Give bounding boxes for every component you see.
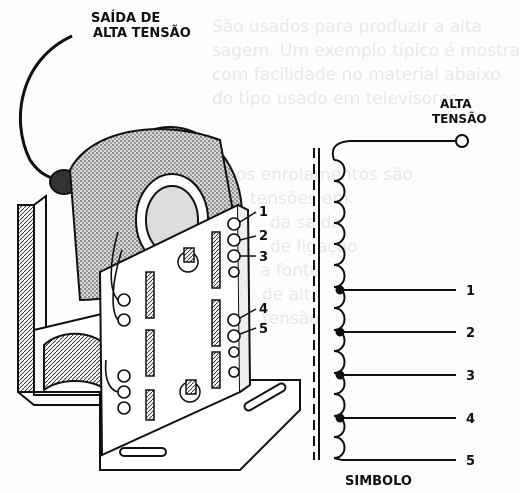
hv-cable xyxy=(18,34,73,182)
board-slot xyxy=(211,231,221,289)
bg-text-line: sagem. Um exemplo típico é mostrado xyxy=(212,41,520,61)
terminal-lug xyxy=(117,385,131,399)
frame-left-edge xyxy=(33,194,47,380)
bg-text-line: a fonte xyxy=(260,261,320,281)
terminal-leader xyxy=(239,327,257,335)
symbol-terminal-2: 2 xyxy=(466,326,475,341)
coil-wire xyxy=(112,249,123,321)
core-leg xyxy=(43,332,107,392)
board-slot xyxy=(211,299,221,347)
base-slot xyxy=(119,447,167,457)
hv-output-label-line1: SAÍDA DE xyxy=(91,10,160,26)
hv-lead xyxy=(331,140,456,161)
frame-left-bracket xyxy=(17,204,35,393)
coil-wire xyxy=(110,231,119,301)
hv-output-label-line2: ALTA TENSÃO xyxy=(93,25,191,41)
bg-text-line: tensões em xyxy=(250,189,349,209)
terminal-leader xyxy=(239,211,257,223)
terminal-lug xyxy=(227,313,241,327)
bg-text-line: da saída xyxy=(270,213,342,233)
bg-text-line: de alta xyxy=(262,285,321,305)
background-print-through: São usados para produzir a alta sagem. U… xyxy=(212,17,520,329)
device-terminal-numbers: 1 2 3 4 5 xyxy=(259,205,268,337)
base-slot xyxy=(243,382,287,412)
hv-terminal-circle xyxy=(455,134,469,148)
bg-text-line: com facilidade no material abaixo xyxy=(212,65,501,85)
transformer-drawing xyxy=(17,34,301,471)
bg-text-line: os enrolamentos são xyxy=(236,165,413,185)
bg-text-line: tensão xyxy=(262,309,320,329)
symbol-hv-label-line2: TENSÃO xyxy=(432,111,487,126)
device-terminal-4: 4 xyxy=(259,302,268,317)
device-terminal-2: 2 xyxy=(259,229,268,244)
terminal-lug xyxy=(228,366,240,378)
bg-text-line: São usados para produzir a alta xyxy=(212,17,482,37)
symbol-terminal-4: 4 xyxy=(466,412,475,427)
terminal-lug xyxy=(117,401,131,415)
terminal-lug xyxy=(227,217,241,231)
board-slot xyxy=(145,329,155,377)
base-edge xyxy=(17,391,100,406)
terminal-lug xyxy=(117,293,131,307)
device-terminal-3: 3 xyxy=(259,250,268,265)
board-slot xyxy=(145,389,155,421)
terminal-lug xyxy=(117,313,131,327)
winding-coil xyxy=(333,159,346,459)
transformer-symbol xyxy=(313,134,469,461)
device-terminal-5: 5 xyxy=(259,322,268,337)
terminal-leader xyxy=(239,235,257,241)
board-slot xyxy=(211,351,221,389)
screw-body xyxy=(183,247,195,263)
board-slot xyxy=(145,271,155,319)
device-terminal-1: 1 xyxy=(259,205,268,220)
symbol-labels: ALTA TENSÃO 1 2 3 4 5 SIMBOLO xyxy=(345,97,487,489)
bg-text-line: do tipo usado em televisores xyxy=(212,89,458,109)
screw-body xyxy=(185,379,197,395)
coil-wire xyxy=(104,359,119,393)
terminal-lug xyxy=(227,249,241,263)
terminal-lug xyxy=(228,346,240,358)
terminal-board-edge xyxy=(237,204,252,393)
tap-line xyxy=(333,457,456,461)
symbol-terminal-3: 3 xyxy=(466,369,475,384)
terminal-lug xyxy=(117,369,131,383)
terminal-lug xyxy=(227,329,241,343)
symbol-terminal-5: 5 xyxy=(466,454,475,469)
terminal-lug xyxy=(228,266,240,278)
symbol-hv-label-line1: ALTA xyxy=(440,97,472,111)
symbol-terminal-1: 1 xyxy=(466,284,475,299)
terminal-leader xyxy=(239,308,257,319)
terminal-lug xyxy=(227,233,241,247)
symbol-caption: SIMBOLO xyxy=(345,474,412,489)
hv-output-label: SAÍDA DE ALTA TENSÃO xyxy=(91,10,191,41)
